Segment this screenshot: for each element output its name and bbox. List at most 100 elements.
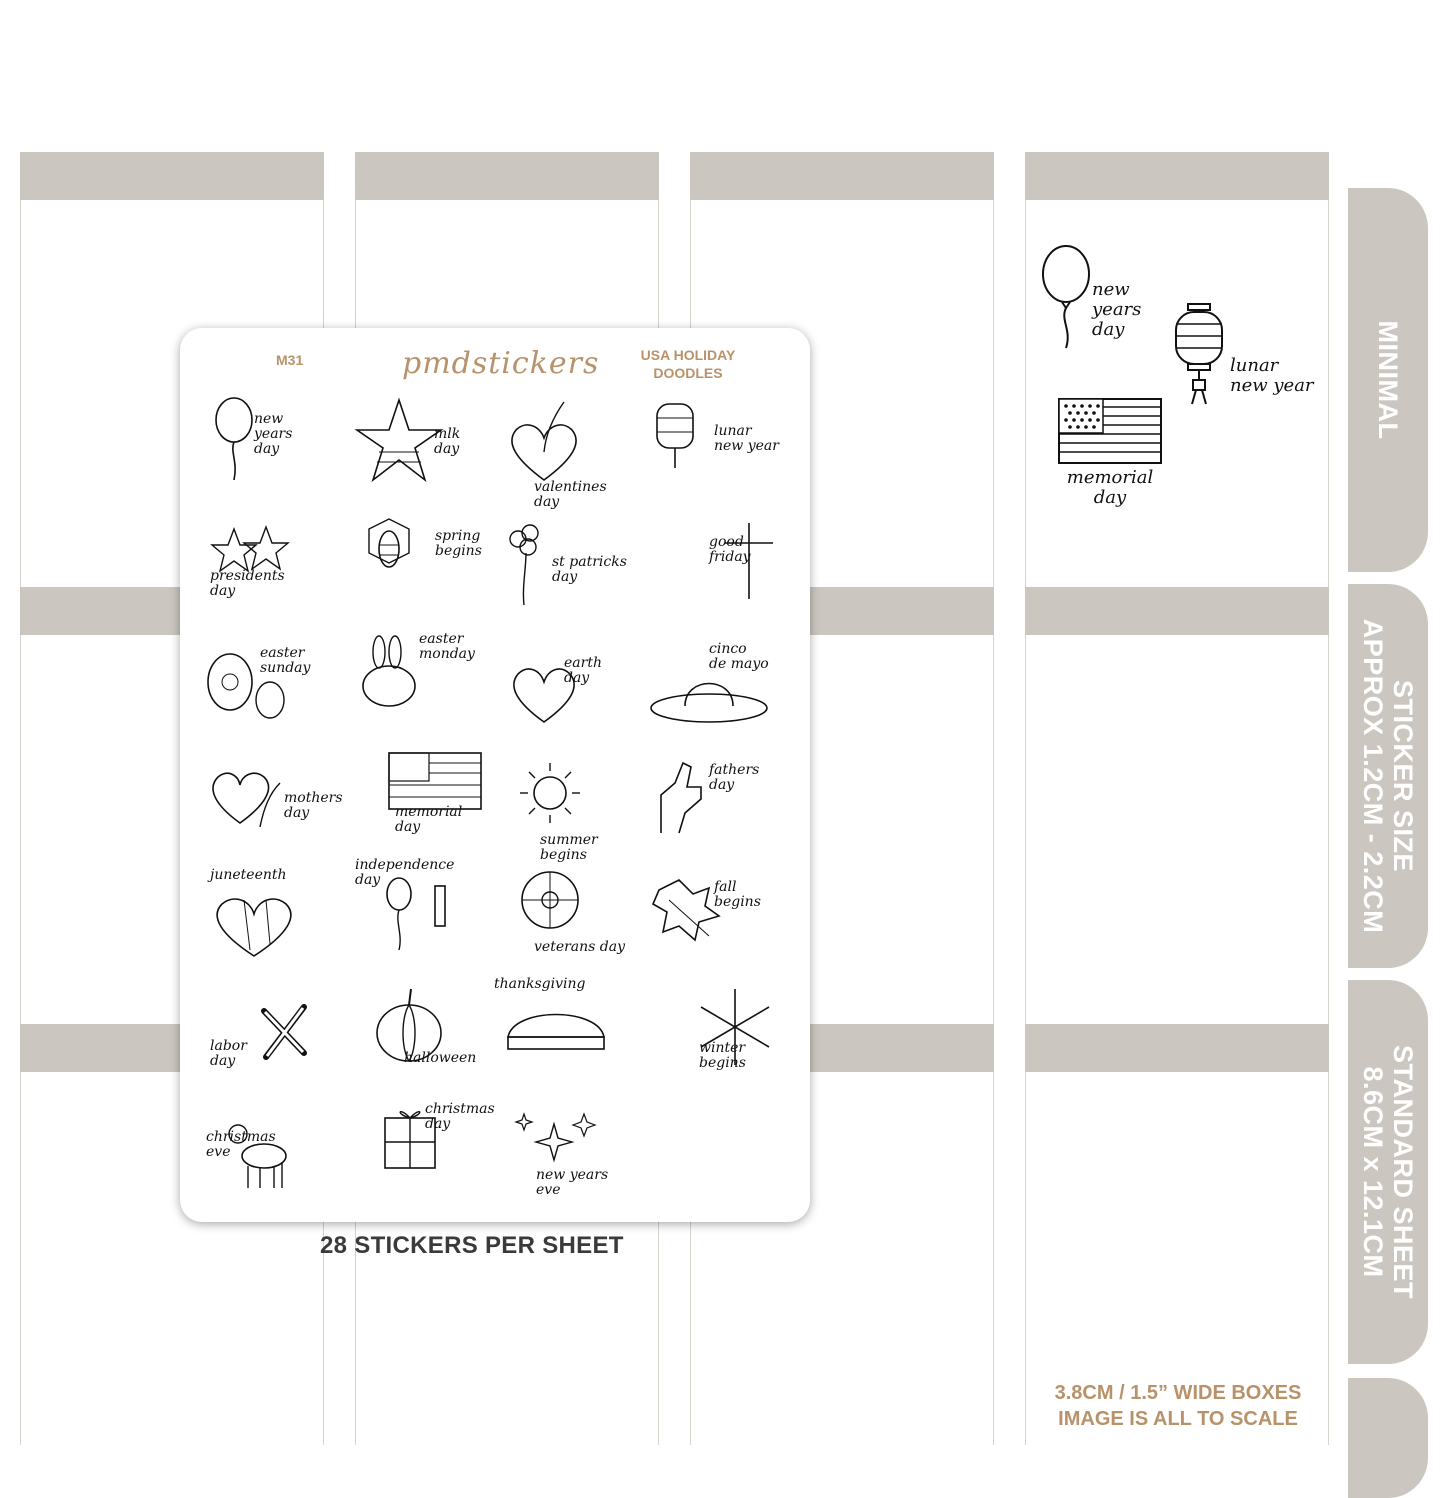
- sticker-snowflake-icon: winter begins: [639, 977, 784, 1094]
- sticker-label: easter monday: [419, 631, 475, 662]
- firework-icon: [386, 877, 446, 951]
- sticker-flag-icon: memorial day: [349, 743, 494, 860]
- sticker-label: christmas day: [425, 1101, 495, 1132]
- gift-icon: [384, 1110, 436, 1169]
- leaf-icon: [651, 879, 721, 942]
- sticker-tools-icon: labor day: [204, 977, 349, 1094]
- sticker-pumpkin-icon: halloween: [349, 977, 494, 1094]
- sticker-cross-icon: good friday: [639, 509, 784, 626]
- sticker-label: labor day: [210, 1038, 247, 1069]
- sticker-label: fathers day: [709, 762, 760, 793]
- tab-standard-sheet-label: STANDARD SHEET 8.6CM x 12.1CM: [1358, 1044, 1418, 1300]
- sombrero-icon: [650, 682, 768, 723]
- pie-icon: [507, 1013, 605, 1050]
- lantern-icon: [1175, 303, 1223, 405]
- sticker-label: christmas eve: [206, 1129, 276, 1160]
- sticker-label: lunar new year: [714, 423, 779, 454]
- header-band: [1025, 587, 1329, 635]
- planner-column-4: [1025, 152, 1329, 1445]
- heart-icon: [511, 401, 577, 481]
- sticker-heart-stripes-icon: juneteenth: [204, 860, 349, 977]
- flag-icon: [1058, 398, 1162, 464]
- sticker-label: mothers day: [284, 790, 343, 821]
- header-band: [1025, 1024, 1329, 1072]
- balloon-icon: [1042, 245, 1090, 349]
- earth-icon: [513, 668, 575, 723]
- sticker-label: thanksgiving: [494, 976, 586, 992]
- sticker-label: independence day: [355, 857, 455, 888]
- header-band: [1025, 152, 1329, 200]
- preview-label-new-years: new years day: [1092, 279, 1142, 340]
- sticker-gift-icon: christmas day: [349, 1094, 495, 1211]
- sticker-label: new years day: [254, 411, 293, 457]
- pumpkin-icon: [376, 988, 442, 1062]
- scale-note: 3.8CM / 1.5” WIDE BOXES IMAGE IS ALL TO …: [1054, 1382, 1302, 1430]
- sticker-sombrero-icon: cinco de mayo: [639, 626, 784, 743]
- bunny-icon: [362, 635, 416, 707]
- cross-icon: [725, 523, 773, 599]
- tab-standard-sheet[interactable]: STANDARD SHEET 8.6CM x 12.1CM: [1348, 980, 1428, 1364]
- sticker-label: mlk day: [434, 426, 461, 457]
- header-band: [20, 152, 324, 200]
- star-icon: [354, 397, 444, 483]
- sticker-label: winter begins: [699, 1040, 746, 1071]
- tab-sticker-size-label: STICKER SIZE APPROX 1.2CM - 2.2CM: [1358, 618, 1418, 934]
- deer-icon: [228, 1124, 287, 1188]
- stars-icon: [210, 525, 290, 573]
- balloon-icon: [215, 397, 253, 481]
- sticker-sparkles-icon: new years eve: [494, 1094, 639, 1211]
- poppy-icon: [521, 871, 579, 929]
- sticker-label: halloween: [404, 1050, 477, 1066]
- sticker-sheet: M31 pmdstickers USA HOLIDAY DOODLES new …: [180, 328, 810, 1222]
- sticker-label: earth day: [564, 655, 602, 686]
- sticker-earth-icon: earth day: [494, 626, 639, 743]
- sheet-title: USA HOLIDAY DOODLES: [640, 347, 736, 381]
- egg-icon: [207, 653, 285, 719]
- sticker-heart-flower-icon: mothers day: [204, 743, 349, 860]
- sticker-label: memorial day: [395, 804, 463, 835]
- bee-icon: [368, 518, 410, 568]
- sticker-leaf-icon: fall begins: [639, 860, 784, 977]
- snowflake-icon: [700, 989, 770, 1065]
- sticker-deer-icon: christmas eve: [204, 1094, 349, 1211]
- preview-label-memorial: memorial day: [1066, 467, 1154, 508]
- header-band: [355, 152, 659, 200]
- sticker-balloon-icon: new years day: [204, 392, 349, 509]
- sticker-label: cinco de mayo: [709, 641, 769, 672]
- sticker-grid: new years day mlk day valentines day lunar …: [204, 392, 784, 1214]
- sticker-heart-icon: valentines day: [494, 392, 639, 510]
- sticker-label: st patricks day: [552, 554, 627, 585]
- sparkles-icon: [514, 1112, 597, 1163]
- sticker-hand-icon: fathers day: [639, 743, 784, 860]
- sticker-egg-icon: easter sunday: [204, 626, 349, 743]
- sticker-pie-icon: thanksgiving: [494, 977, 639, 1094]
- sticker-label: good friday: [709, 534, 751, 565]
- brand-logo: pmdstickers: [402, 346, 600, 381]
- sticker-clover-icon: st patricks day: [494, 509, 639, 626]
- sticker-bee-icon: spring begins: [349, 509, 494, 626]
- sticker-poppy-icon: veterans day: [494, 860, 639, 977]
- sun-icon: [520, 763, 580, 823]
- sticker-label: valentines day: [534, 479, 607, 510]
- tab-minimal-label: MINIMAL: [1373, 320, 1403, 440]
- sticker-label: juneteenth: [210, 867, 287, 883]
- sticker-label: spring begins: [435, 528, 482, 559]
- sticker-label: presidents day: [210, 568, 285, 599]
- sticker-lantern-icon: lunar new year: [639, 392, 784, 509]
- flag-icon: [388, 752, 482, 810]
- tab-sticker-size[interactable]: STICKER SIZE APPROX 1.2CM - 2.2CM: [1348, 584, 1428, 968]
- sticker-label: easter sunday: [260, 645, 311, 676]
- sticker-label: fall begins: [714, 879, 761, 910]
- sticker-bunny-icon: easter monday: [349, 626, 494, 743]
- sticker-label: new years eve: [536, 1167, 609, 1198]
- sticker-label: veterans day: [534, 939, 626, 955]
- lantern-icon: [656, 403, 694, 468]
- heart-stripes-icon: [216, 898, 292, 957]
- tools-icon: [261, 1004, 307, 1060]
- preview-label-lunar: lunar new year: [1230, 355, 1314, 396]
- sticker-firework-icon: independence day: [349, 857, 494, 977]
- clover-icon: [509, 524, 539, 606]
- sticker-label: summer begins: [540, 832, 598, 863]
- tab-partial[interactable]: [1348, 1378, 1428, 1498]
- tab-minimal[interactable]: MINIMAL: [1348, 188, 1428, 572]
